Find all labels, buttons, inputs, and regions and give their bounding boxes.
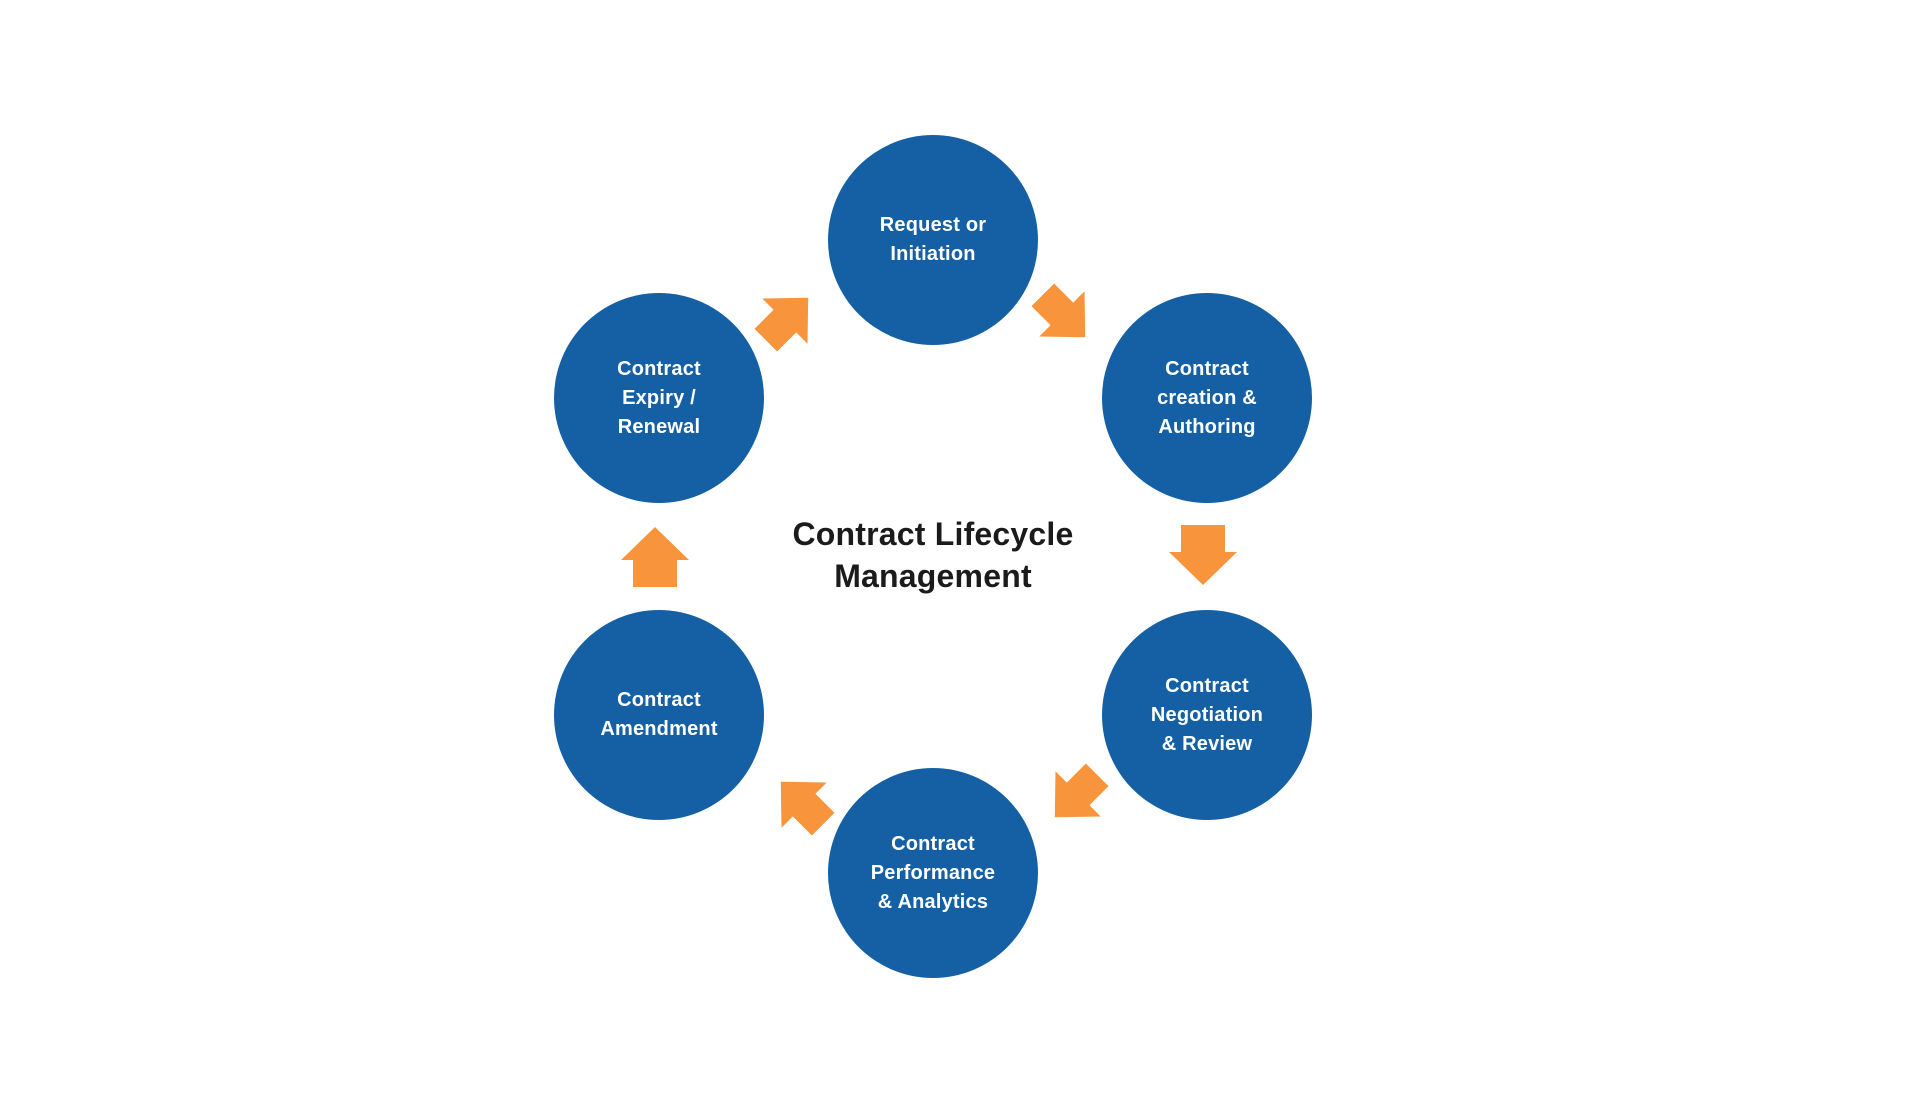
arrow-negotiation-to-performance-icon (1032, 752, 1120, 840)
arrow-amendment-to-expiry-icon (620, 526, 690, 588)
arrow-creation-to-negotiation-icon (1168, 524, 1238, 586)
stage-contract-creation-authoring: Contract creation & Authoring (1102, 293, 1312, 503)
stage-contract-performance-analytics-label: Contract Performance & Analytics (870, 832, 996, 913)
stage-contract-negotiation-review: Contract Negotiation & Review (1102, 610, 1312, 820)
stage-contract-amendment: Contract Amendment (554, 610, 764, 820)
stage-contract-expiry-renewal-label: Contract Expiry / Renewal (617, 357, 701, 438)
stage-request-initiation-label: Request or Initiation (879, 214, 987, 265)
stage-contract-amendment-label: Contract Amendment (600, 689, 718, 740)
arrow-expiry-to-request-icon (743, 275, 831, 363)
stage-request-initiation: Request or Initiation (828, 135, 1038, 345)
diagram-title: Contract Lifecycle Management (792, 516, 1074, 594)
arrow-performance-to-amendment-icon (758, 759, 846, 847)
arrow-request-to-creation-icon (1020, 272, 1108, 360)
stage-contract-performance-analytics: Contract Performance & Analytics (828, 768, 1038, 978)
stage-contract-creation-authoring-label: Contract creation & Authoring (1157, 357, 1257, 438)
stage-contract-negotiation-review-label: Contract Negotiation & Review (1150, 674, 1264, 755)
stage-contract-expiry-renewal: Contract Expiry / Renewal (554, 293, 764, 503)
